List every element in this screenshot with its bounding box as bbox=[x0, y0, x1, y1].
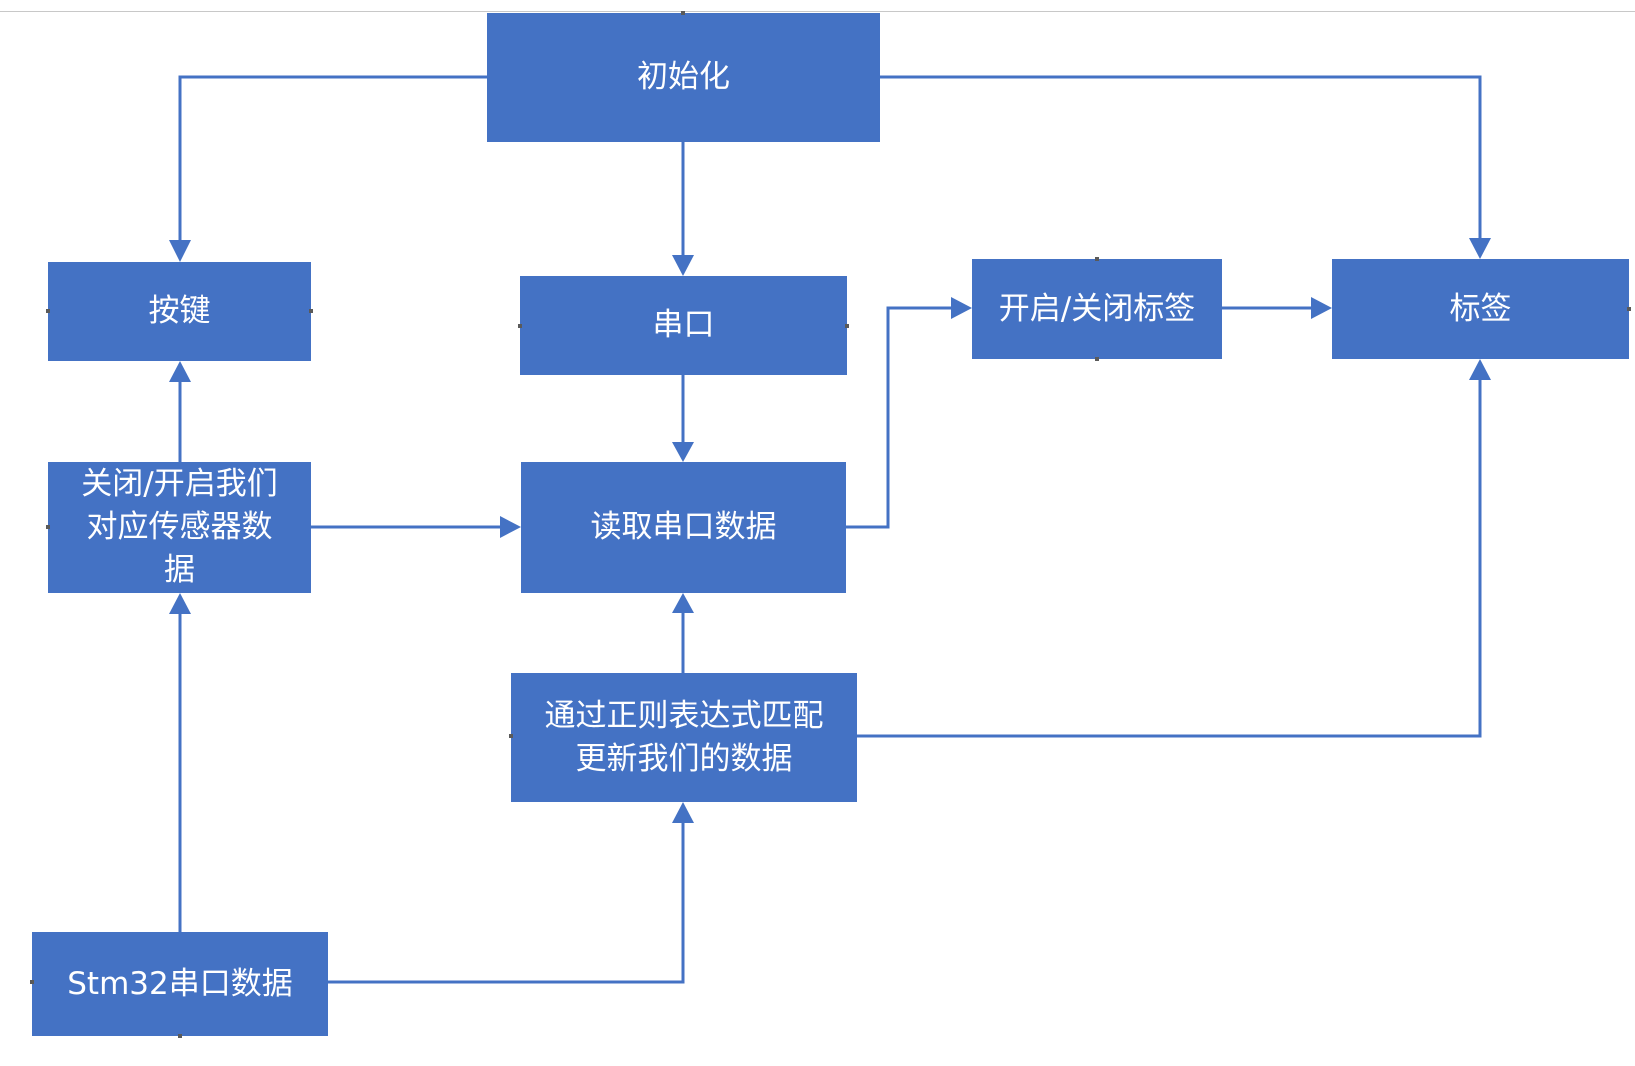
handle-dot bbox=[681, 11, 685, 15]
arrowhead-read-left bbox=[500, 516, 521, 538]
node-serial-label: 串口 bbox=[652, 307, 715, 343]
node-tag: 标签 bbox=[1332, 259, 1629, 359]
handle-dot bbox=[509, 734, 513, 738]
node-stm32-serial: Stm32串口数据 bbox=[32, 932, 328, 1036]
arrowhead-read-top bbox=[672, 442, 694, 462]
edge-stm32-to-regex bbox=[328, 823, 685, 984]
handle-dot bbox=[1627, 307, 1631, 311]
handle-dot bbox=[30, 980, 34, 984]
node-sensor-line-3: 据 bbox=[163, 552, 195, 588]
handle-dot bbox=[309, 309, 313, 313]
arrowhead-key bbox=[169, 240, 191, 262]
arrowhead-regex-bottom bbox=[672, 802, 694, 823]
node-read-serial-label: 读取串口数据 bbox=[590, 509, 777, 545]
node-regex-update: 通过正则表达式匹配 更新我们的数据 bbox=[511, 673, 857, 802]
node-toggle-tag: 开启/关闭标签 bbox=[972, 259, 1222, 359]
handle-dot bbox=[845, 324, 849, 328]
node-key: 按键 bbox=[48, 262, 311, 361]
arrowhead-tag-bottom bbox=[1469, 359, 1491, 380]
node-regex-line-1: 通过正则表达式匹配 bbox=[544, 697, 824, 734]
handle-dot bbox=[518, 324, 522, 328]
node-tag-label: 标签 bbox=[1449, 290, 1512, 327]
node-stm32-serial-label: Stm32串口数据 bbox=[67, 965, 293, 1002]
arrowhead-sensor-bottom bbox=[169, 593, 191, 614]
arrowhead-toggle bbox=[951, 297, 972, 319]
edge-read-to-toggle bbox=[846, 306, 951, 529]
node-sensor-line-2: 对应传感器数 bbox=[86, 509, 273, 545]
node-toggle-tag-label: 开启/关闭标签 bbox=[998, 290, 1196, 327]
node-sensor-toggle: 关闭/开启我们 对应传感器数 据 bbox=[48, 462, 311, 593]
node-init-label: 初始化 bbox=[637, 59, 730, 95]
edge-init-to-tag bbox=[880, 75, 1482, 238]
node-key-label: 按键 bbox=[148, 293, 211, 329]
handle-dot bbox=[46, 525, 50, 529]
top-rule bbox=[0, 11, 1635, 12]
edge-regex-to-tag bbox=[857, 380, 1482, 738]
node-regex-line-2: 更新我们的数据 bbox=[575, 740, 793, 777]
node-read-serial: 读取串口数据 bbox=[521, 462, 846, 593]
handle-dot bbox=[1095, 357, 1099, 361]
handle-dot bbox=[46, 309, 50, 313]
arrowhead-read-bottom bbox=[672, 593, 694, 613]
node-sensor-line-1: 关闭/开启我们 bbox=[81, 466, 278, 502]
edge-init-to-key bbox=[178, 75, 487, 240]
handle-dot bbox=[178, 1034, 182, 1038]
arrowhead-tag-top bbox=[1469, 238, 1491, 259]
arrowhead-key-bottom bbox=[169, 361, 191, 382]
arrowhead-serial bbox=[672, 255, 694, 276]
node-serial: 串口 bbox=[520, 276, 847, 375]
node-init: 初始化 bbox=[487, 13, 880, 142]
arrowhead-tag-left bbox=[1311, 297, 1332, 319]
handle-dot bbox=[1095, 257, 1099, 261]
